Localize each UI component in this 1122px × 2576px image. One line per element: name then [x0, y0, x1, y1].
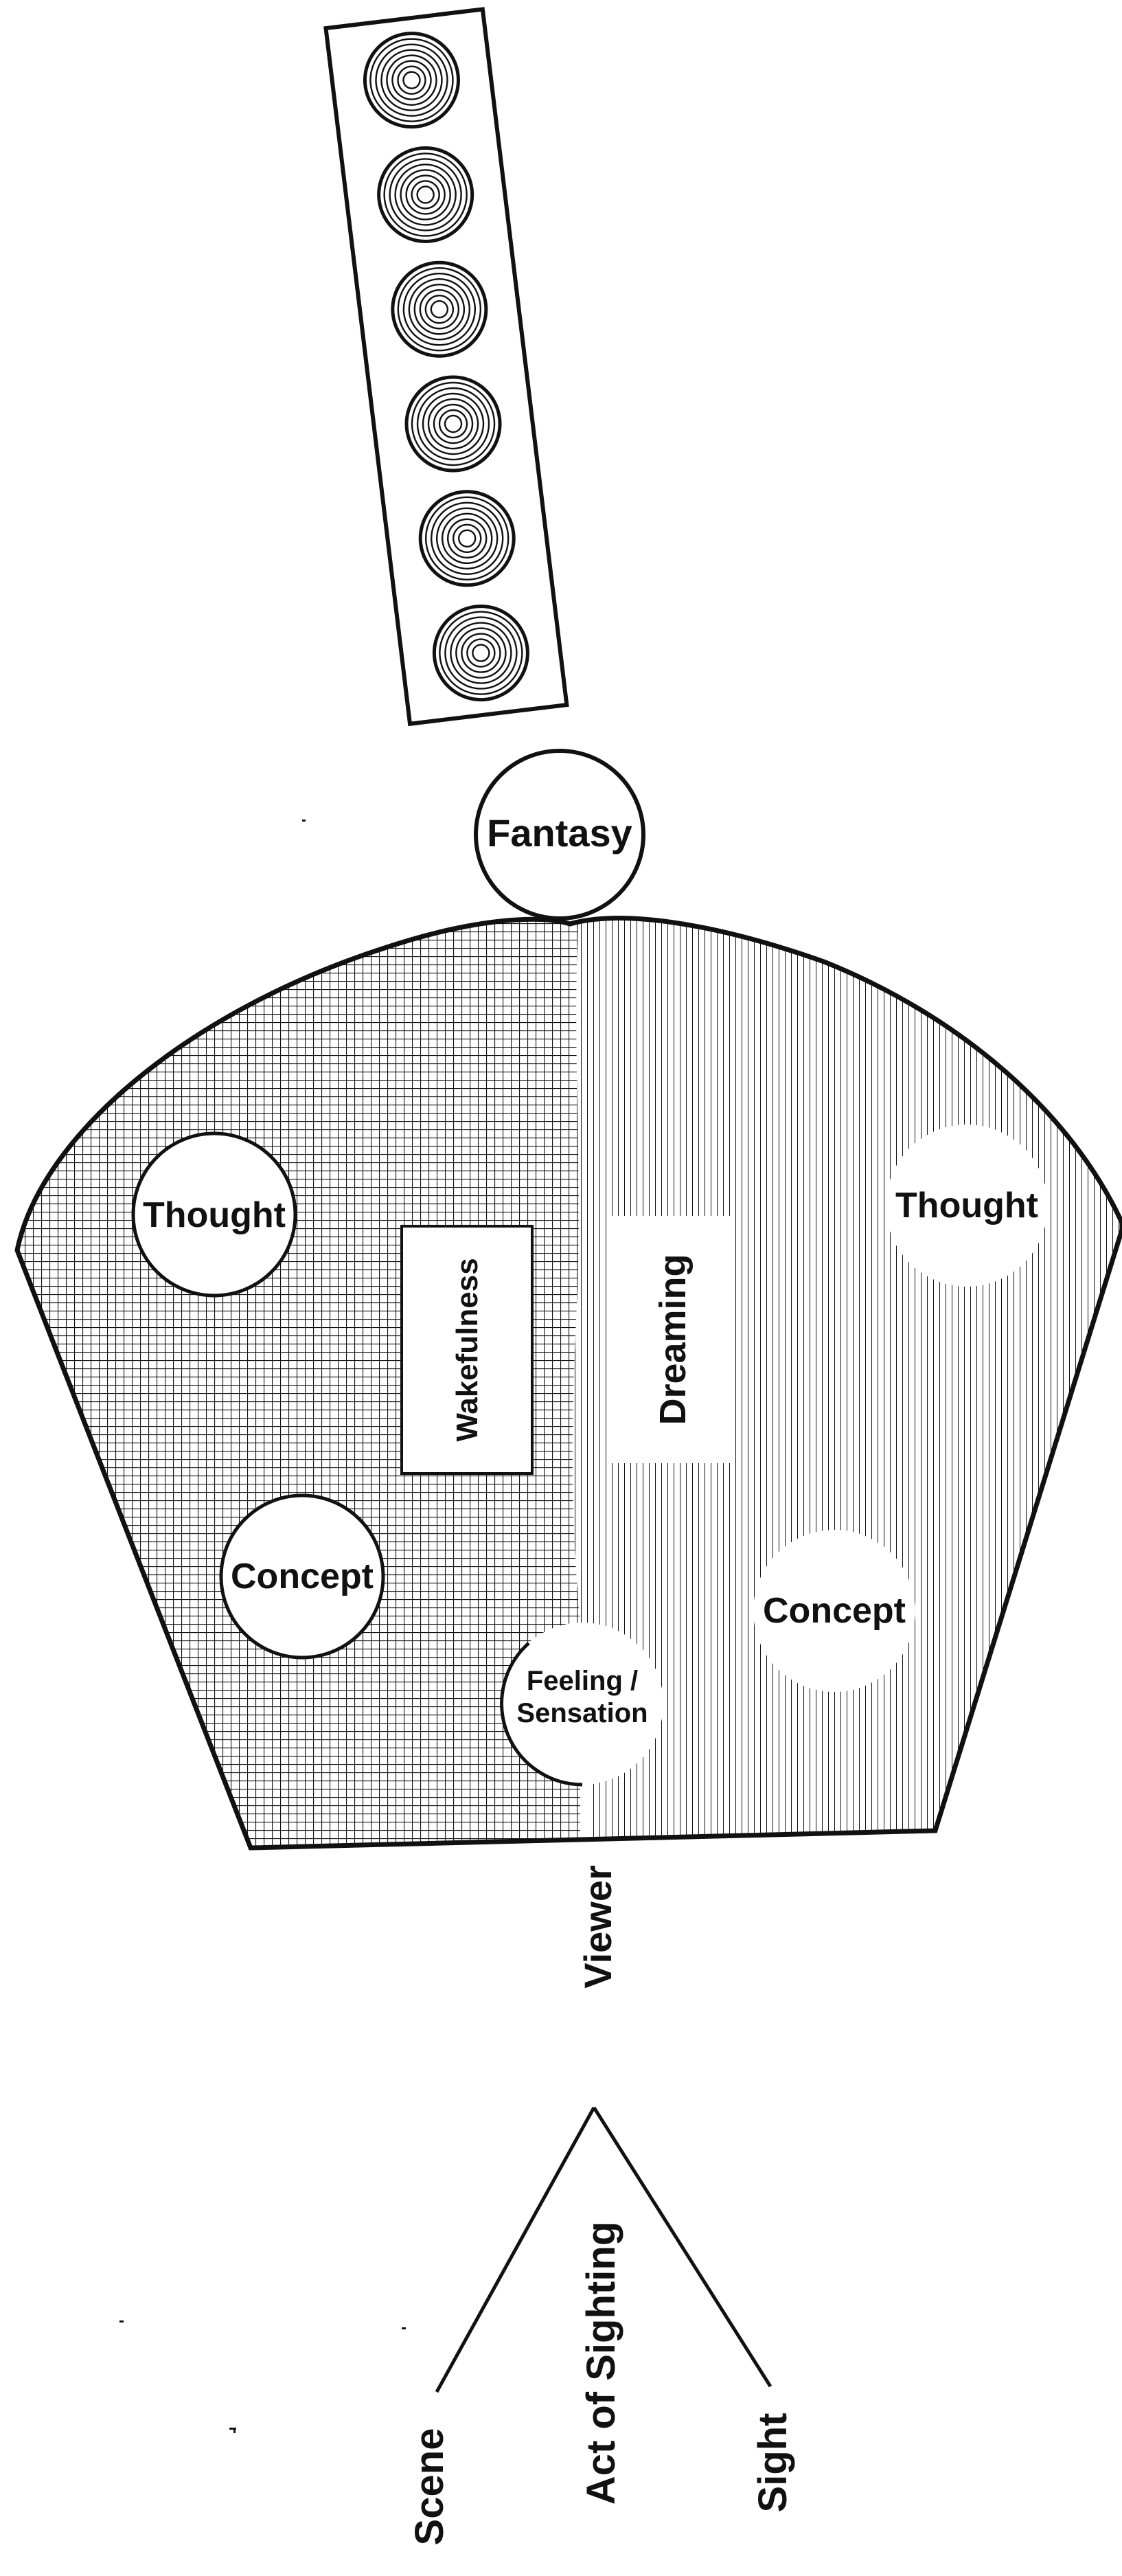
reel-disc-icon — [404, 375, 502, 473]
reel-disc-icon — [363, 32, 460, 129]
dreaming-label-box: Dreaming — [611, 1216, 731, 1463]
scene-label: Scene — [407, 2428, 452, 2546]
shield-outline — [14, 916, 1122, 1851]
viewer-label: Viewer — [576, 1865, 619, 1989]
dreaming-label: Dreaming — [652, 1254, 694, 1425]
speck-marks — [119, 820, 406, 2433]
sight-label: Sight — [751, 2413, 795, 2513]
fantasy-label: Fantasy — [487, 811, 632, 855]
concept-node-wakefulness: Concept — [219, 1493, 385, 1660]
reel-disc-icon — [391, 260, 488, 358]
feeling-label: Feeling / — [527, 1666, 638, 1696]
wakefulness-label: Wakefulness — [450, 1258, 484, 1441]
sensation-label: Sensation — [516, 1698, 648, 1728]
reel-disc-icon — [418, 490, 516, 587]
wakefulness-label-box: Wakefulness — [400, 1225, 534, 1475]
triad-lines — [435, 2106, 772, 2393]
reel-frame — [323, 7, 569, 727]
concept-label-right: Concept — [763, 1591, 906, 1631]
film-reel — [323, 7, 569, 727]
concept-label-left: Concept — [231, 1557, 374, 1596]
thought-node-dreaming: Thought — [886, 1125, 1048, 1287]
thought-label-left: Thought — [143, 1195, 286, 1235]
thought-node-wakefulness: Thought — [131, 1131, 297, 1298]
feeling-sensation-node: Feeling / Sensation — [500, 1623, 663, 1787]
thought-label-right: Thought — [895, 1186, 1038, 1225]
reel-disc-icon — [377, 146, 474, 243]
concept-node-dreaming: Concept — [753, 1530, 915, 1692]
fantasy-node: Fantasy — [474, 749, 645, 920]
act-of-sighting-label: Act of Sighting — [579, 2222, 623, 2505]
reel-disc-icon — [432, 605, 529, 702]
